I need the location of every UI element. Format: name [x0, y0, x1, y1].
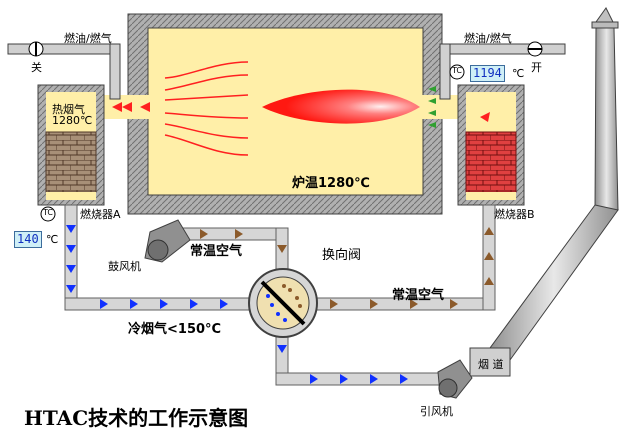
blower-icon: [144, 219, 191, 263]
induced-fan-label: 引风机: [420, 405, 453, 418]
blower-label: 鼓风机: [108, 260, 141, 273]
valve-right-state: 开: [531, 61, 542, 74]
hot-flue-label-1: 热烟气: [52, 103, 85, 116]
flame: [262, 89, 420, 124]
temp-readout-right: 1194: [470, 65, 505, 82]
fuel-right-label: 燃油/燃气: [464, 32, 512, 45]
temp-readout-left: 140: [14, 231, 42, 248]
tc-probe-left-icon: [40, 206, 56, 222]
tc-probe-right-icon: [449, 64, 465, 80]
furnace-temp-label: 炉温1280℃: [292, 176, 370, 191]
valve-left-icon[interactable]: [28, 41, 44, 57]
ambient-air-label-2: 常温空气: [392, 288, 445, 303]
fuel-left-label: 燃油/燃气: [64, 32, 112, 45]
flow-arrowheads: [112, 102, 490, 122]
induced-fan-icon: [437, 359, 473, 399]
cold-flue-label: 冷烟气<150°C: [128, 322, 222, 337]
tc-right-label: TC: [452, 66, 463, 75]
hot-flue-label-2: 1280℃: [52, 114, 93, 127]
regenerator-b: [457, 84, 525, 206]
flue-arrow-marks: [66, 86, 494, 384]
diagram-title: HTAC技术的工作示意图: [24, 406, 249, 430]
valve-left-state: 关: [31, 61, 42, 74]
reversing-valve-label: 换向阀: [322, 248, 362, 263]
hot-flow-arrows: [164, 61, 249, 156]
temp-unit-right: ℃: [512, 67, 525, 80]
valve-right-icon[interactable]: [527, 41, 543, 57]
reversing-valve[interactable]: [248, 268, 318, 338]
burner-a-label: 燃烧器A: [80, 208, 121, 221]
ambient-air-label-1: 常温空气: [190, 244, 243, 259]
temp-unit-left: ℃: [46, 233, 59, 246]
burner-b-label: 燃烧器B: [494, 208, 535, 221]
tc-left-label: TC: [43, 208, 54, 217]
chimney-label: 烟 道: [478, 358, 504, 371]
regenerator-a: [37, 84, 105, 206]
chimney: [469, 7, 619, 377]
